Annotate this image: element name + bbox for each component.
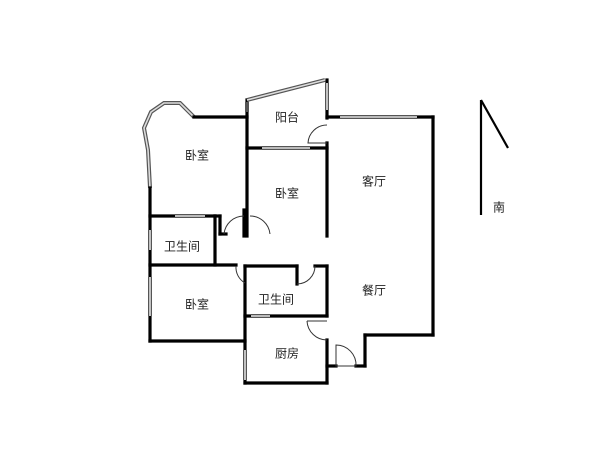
room-label-master-bedroom: 卧室 (184, 148, 210, 163)
room-label-balcony: 阳台 (274, 110, 300, 125)
doors (223, 124, 357, 367)
windows (148, 115, 417, 380)
balcony-window (245, 78, 329, 112)
compass-south-label: 南 (492, 200, 506, 215)
room-label-middle-bedroom: 卧室 (274, 186, 300, 201)
room-label-left-bathroom: 卫生间 (163, 239, 201, 254)
bay-window (141, 101, 196, 189)
room-label-dining-room: 餐厅 (361, 283, 387, 298)
room-label-lower-bedroom: 卧室 (184, 297, 210, 312)
room-label-living-room: 客厅 (361, 174, 387, 189)
room-label-kitchen: 厨房 (274, 346, 300, 361)
compass-arrow (479, 99, 509, 215)
room-label-middle-bathroom: 卫生间 (257, 292, 295, 307)
